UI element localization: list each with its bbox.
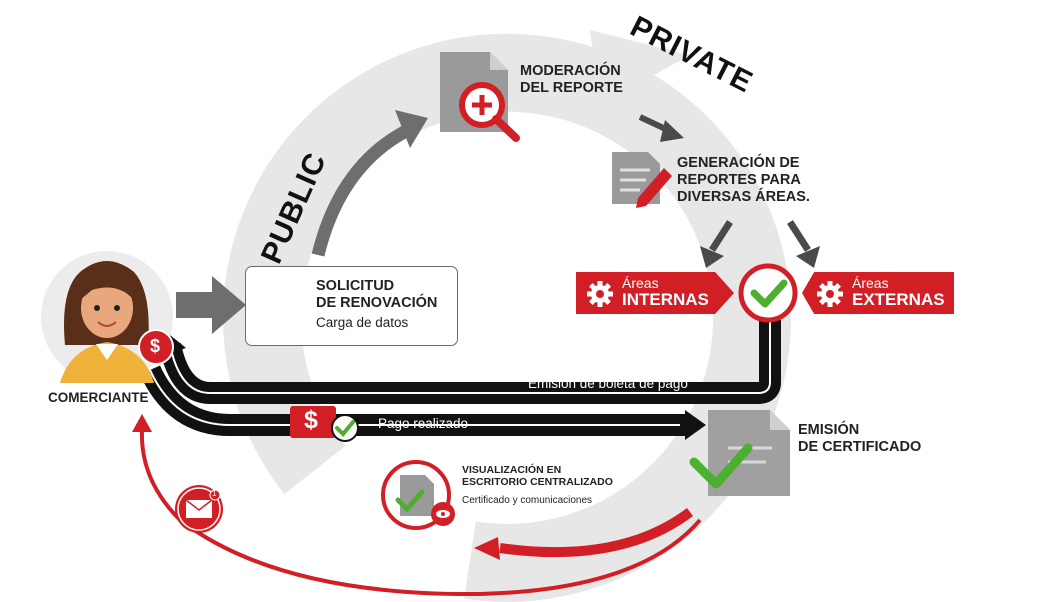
solicitud-subtitle: Carga de datos — [316, 315, 409, 330]
cycle-ring — [223, 30, 791, 602]
envelope-count: 1 — [212, 489, 217, 498]
dollar-check-badge — [290, 406, 359, 442]
gear-icon — [817, 281, 843, 307]
document-search-icon — [440, 52, 520, 142]
arrow-to-moderacion — [311, 110, 428, 257]
dollar-icon — [138, 329, 174, 365]
generacion-label: GENERACIÓN DE REPORTES PARA DIVERSAS ÁRE… — [677, 155, 810, 206]
pago-dollar-text: $ — [304, 406, 318, 434]
moderacion-label: MODERACIÓN DEL REPORTE — [520, 63, 623, 97]
document-check-icon — [689, 410, 790, 496]
visualizacion-subtitle: Certificado y comunicaciones — [462, 495, 593, 506]
comerciante-label: COMERCIANTE — [48, 390, 149, 405]
check-circle-icon — [738, 263, 798, 323]
solicitud-title: SOLICITUD DE RENOVACIÓN — [316, 278, 438, 312]
document-pencil-icon — [612, 152, 672, 208]
arrow-comerciante-solicitud — [176, 276, 246, 334]
visualizacion-label: VISUALIZACIÓN EN ESCRITORIO CENTRALIZADO — [462, 464, 613, 489]
boleta-label: Emisión de boleta de pago — [528, 376, 688, 391]
avatar-dollar-text: $ — [150, 336, 161, 356]
solicitud-box — [245, 266, 458, 346]
pago-label: Pago realizado — [378, 416, 469, 431]
arrow-moderacion-generacion — [638, 114, 684, 142]
tag-areas-externas: Áreas EXTERNAS — [802, 272, 954, 314]
arrows-to-areas — [700, 220, 820, 268]
emision-label: EMISIÓN DE CERTIFICADO — [798, 422, 922, 456]
flow-pago — [139, 365, 706, 440]
visualizacion-icon — [381, 460, 455, 530]
envelope-icon — [175, 485, 223, 533]
tag-areas-internas: Áreas INTERNAS — [576, 272, 734, 314]
gear-icon — [587, 281, 613, 307]
flow-return — [132, 414, 702, 597]
